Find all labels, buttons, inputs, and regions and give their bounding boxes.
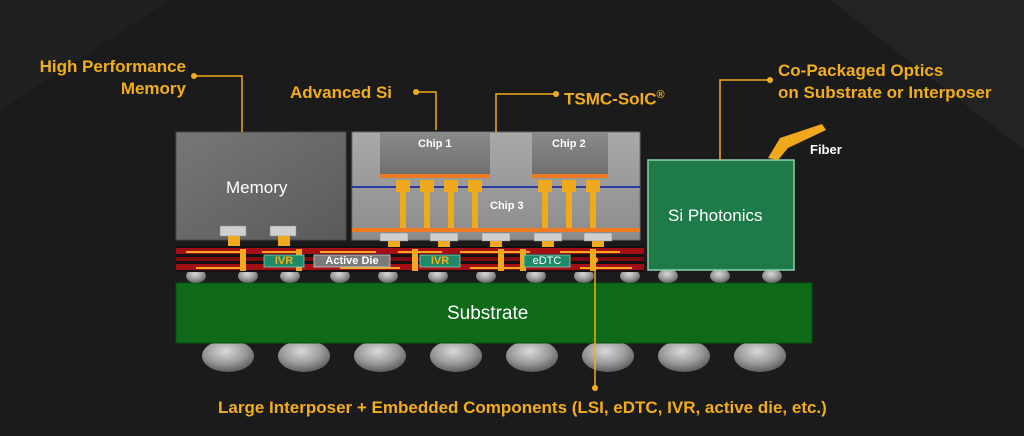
- bga-ball: [658, 340, 710, 372]
- callout-cpo-line1: Co-Packaged Optics: [778, 61, 944, 80]
- si-photonics-label: Si Photonics: [668, 206, 763, 225]
- chip-3-label: Chip 3: [490, 200, 524, 212]
- background-stripe: [830, 0, 1024, 150]
- active-die-box: [313, 254, 391, 268]
- memory-block: [175, 131, 347, 241]
- callout-memory-line2: Memory: [120, 79, 186, 98]
- interposer-bumps: [186, 269, 782, 283]
- callout-cpo: Co-Packaged Optics on Substrate or Inter…: [778, 60, 991, 104]
- callout-memory: High Performance Memory: [0, 56, 186, 100]
- bga-balls: [202, 340, 786, 372]
- ivr-left-box: [263, 254, 305, 268]
- callout-soic: TSMC-SoIC®: [564, 84, 665, 111]
- callout-interposer: Large Interposer + Embedded Components (…: [218, 398, 827, 417]
- bga-ball: [734, 340, 786, 372]
- substrate-label: Substrate: [447, 303, 529, 324]
- memory-label: Memory: [226, 178, 288, 197]
- callout-advanced-si: Advanced Si: [290, 83, 393, 102]
- bga-ball: [582, 340, 634, 372]
- background-stripe: [0, 0, 170, 110]
- active-die-label: Active Die: [325, 255, 379, 267]
- registered-mark: ®: [656, 89, 665, 101]
- chip-2-label: Chip 2: [552, 138, 586, 150]
- ivr-right-box: [419, 254, 461, 268]
- bga-ball: [354, 340, 406, 372]
- callout-dots: [191, 73, 773, 391]
- edtc-box: [523, 254, 571, 268]
- substrate: [175, 282, 813, 344]
- ivr-left-label: IVR: [274, 255, 294, 267]
- si-photonics-block: [647, 159, 795, 271]
- bga-ball: [506, 340, 558, 372]
- chip-1: [380, 132, 490, 176]
- callout-soic-label: TSMC-SoIC: [564, 89, 657, 109]
- bga-ball: [202, 340, 254, 372]
- callout-cpo-line2: on Substrate or Interposer: [778, 83, 992, 102]
- fiber-label: Fiber: [810, 142, 842, 157]
- edtc-label: eDTC: [532, 255, 562, 267]
- bga-ball: [430, 340, 482, 372]
- interposer: [176, 246, 644, 272]
- chip-2: [532, 132, 608, 176]
- soic-tsvs: [396, 180, 600, 230]
- callout-lines: [194, 75, 770, 388]
- si-microbumps: [379, 232, 613, 247]
- callout-memory-line1: High Performance: [39, 57, 186, 76]
- bga-ball: [278, 340, 330, 372]
- ivr-right-label: IVR: [430, 255, 450, 267]
- chip-1-label: Chip 1: [418, 138, 452, 150]
- fiber-icon: [768, 124, 826, 160]
